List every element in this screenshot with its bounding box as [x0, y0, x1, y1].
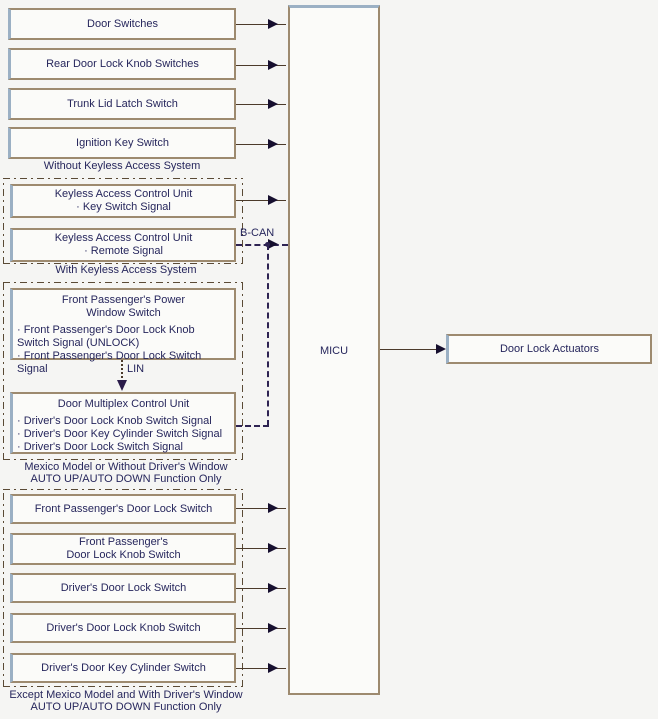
keyless-access-control-unit-remote: Keyless Access Control Unit · Remote Sig…: [10, 228, 236, 262]
arrow-drivers-door-lock-switch: [268, 583, 278, 593]
front-passengers-door-lock-knob-switch: Front Passenger's Door Lock Knob Switch: [10, 533, 236, 565]
caption-except-mexico: Except Mexico Model and With Driver's Wi…: [9, 689, 243, 713]
input-label: Door Switches: [87, 17, 158, 30]
wire-drivers-door-key-cylinder-switch: [236, 668, 286, 669]
node-bullets: · Driver's Door Lock Knob Switch Signal …: [17, 415, 223, 453]
drivers-door-key-cylinder-switch: Driver's Door Key Cylinder Switch: [10, 653, 236, 683]
caption-mexico-model: Mexico Model or Without Driver's Window …: [24, 461, 228, 485]
bus-b-can-vertical: [267, 244, 269, 426]
wire-door-switches: [236, 24, 286, 25]
node-bullets: · Front Passenger's Door Lock Knob Switc…: [17, 324, 202, 375]
arrow-rear-door-lock-knob-switches: [268, 60, 278, 70]
wire-fp-door-lock-knob-switch: [236, 548, 286, 549]
lin-label: LIN: [127, 363, 145, 375]
caption-without-keyless: Without Keyless Access System: [43, 160, 201, 172]
wire-ignition-key-switch: [236, 144, 286, 145]
arrow-fp-door-lock-knob-switch: [268, 543, 278, 553]
input-trunk-lid-latch-switch: Trunk Lid Latch Switch: [8, 88, 236, 120]
door-lock-actuators-label: Door Lock Actuators: [499, 342, 600, 355]
input-label: Rear Door Lock Knob Switches: [46, 57, 199, 70]
drivers-door-lock-switch: Driver's Door Lock Switch: [10, 573, 236, 603]
micu-label: MICU: [319, 344, 349, 357]
node-title: Driver's Door Lock Knob Switch: [46, 621, 201, 634]
node-title: Keyless Access Control Unit: [54, 188, 193, 200]
arrow-keyless-key-switch: [268, 195, 278, 205]
door-multiplex-control-unit: Door Multiplex Control Unit · Driver's D…: [10, 392, 236, 454]
wire-micu-to-actuators: [380, 349, 438, 350]
arrow-micu-to-actuators: [436, 344, 446, 354]
arrow-lin-down: [117, 380, 127, 391]
node-title: Door Multiplex Control Unit: [57, 398, 190, 410]
node-title: Driver's Door Key Cylinder Switch: [41, 661, 206, 674]
node-title: Front Passenger's Door Lock Switch: [34, 502, 213, 515]
front-passengers-power-window-switch: Front Passenger's Power Window Switch · …: [10, 288, 236, 375]
arrow-ignition-key-switch: [268, 139, 278, 149]
wire-rear-door-lock-knob-switches: [236, 65, 286, 66]
bus-b-can-horizontal: [236, 244, 288, 246]
input-door-switches: Door Switches: [8, 8, 236, 40]
wire-drivers-door-lock-switch: [236, 588, 286, 589]
lin-connector-line: [121, 360, 123, 382]
micu-block: MICU: [288, 5, 380, 695]
arrow-trunk-lid-latch-switch: [268, 99, 278, 109]
wire-drivers-door-lock-knob-switch: [236, 628, 286, 629]
arrow-drivers-door-lock-knob-switch: [268, 623, 278, 633]
drivers-door-lock-knob-switch: Driver's Door Lock Knob Switch: [10, 613, 236, 643]
input-rear-door-lock-knob-switches: Rear Door Lock Knob Switches: [8, 48, 236, 80]
node-subtitle: · Remote Signal: [84, 245, 163, 257]
keyless-access-control-unit-key-switch: Keyless Access Control Unit · Key Switch…: [10, 184, 236, 218]
arrow-door-switches: [268, 19, 278, 29]
wire-fp-door-lock-switch: [236, 508, 286, 509]
input-label: Trunk Lid Latch Switch: [67, 97, 178, 110]
b-can-label: B-CAN: [240, 227, 275, 239]
bus-b-can-to-multiplex: [236, 425, 269, 427]
node-subtitle: · Key Switch Signal: [76, 201, 171, 213]
arrow-drivers-door-key-cylinder-switch: [268, 663, 278, 673]
node-title: Keyless Access Control Unit: [54, 232, 193, 244]
input-ignition-key-switch: Ignition Key Switch: [8, 127, 236, 159]
front-passengers-door-lock-switch: Front Passenger's Door Lock Switch: [10, 494, 236, 524]
node-title: Front Passenger's Power Window Switch: [61, 294, 186, 319]
input-label: Ignition Key Switch: [76, 136, 169, 149]
wire-keyless-key-switch: [236, 200, 286, 201]
wire-trunk-lid-latch-switch: [236, 104, 286, 105]
caption-with-keyless: With Keyless Access System: [55, 264, 197, 276]
door-lock-actuators-block: Door Lock Actuators: [446, 334, 652, 364]
node-title: Front Passenger's Door Lock Knob Switch: [66, 536, 181, 561]
arrow-b-can-to-micu: [268, 239, 278, 249]
arrow-fp-door-lock-switch: [268, 503, 278, 513]
node-title: Driver's Door Lock Switch: [60, 581, 187, 594]
